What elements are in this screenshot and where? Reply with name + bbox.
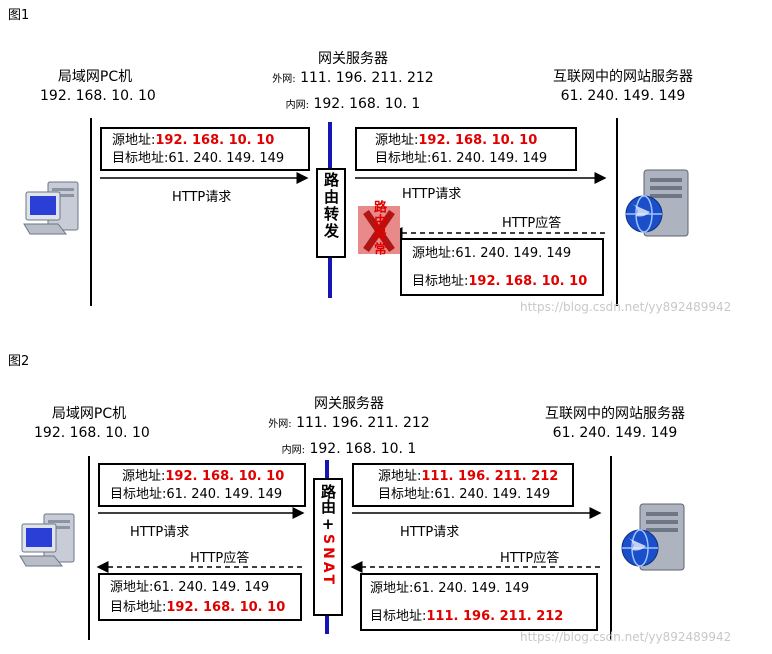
desktop-pc-icon	[22, 178, 84, 238]
fig1-web-server-header: 互联网中的网站服务器 61. 240. 149. 149	[538, 68, 708, 106]
src-label: 源地址:	[378, 469, 421, 484]
outer-net-ip: 111. 196. 211. 212	[300, 70, 434, 86]
outer-net-label: 外网:	[272, 74, 295, 85]
src-label: 源地址:	[110, 580, 153, 595]
fig1-http-request-right: HTTP请求	[402, 183, 461, 202]
fig2-watermark: https://blog.csdn.net/yy892489942	[520, 630, 731, 644]
fig2-http-request-right: HTTP请求	[400, 521, 459, 540]
outer-net-ip: 111. 196. 211. 212	[296, 415, 430, 431]
desktop-pc-icon	[18, 510, 80, 570]
web-server-ip: 61. 240. 149. 149	[530, 424, 700, 443]
fig1-response-box: 源地址:61. 240. 149. 149 目标地址:192. 168. 10.…	[400, 238, 604, 296]
router-snat-label: SNAT	[318, 534, 338, 587]
dst-value: 192. 168. 10. 10	[166, 600, 285, 615]
lan-pc-ip: 192. 168. 10. 10	[40, 87, 150, 106]
fig2-right-request-box: 源地址:111. 196. 211. 212 目标地址:61. 240. 149…	[352, 463, 574, 507]
fig1-gateway-header: 网关服务器 外网: 111. 196. 211. 212 内网: 192. 16…	[268, 50, 438, 115]
dst-value: 61. 240. 149. 149	[166, 487, 282, 502]
web-server-title: 互联网中的网站服务器	[530, 405, 700, 424]
src-value: 61. 240. 149. 149	[455, 246, 571, 261]
src-label: 源地址:	[412, 246, 455, 261]
src-label: 源地址:	[375, 133, 418, 148]
fig2-left-response-box: 源地址:61. 240. 149. 149 目标地址:192. 168. 10.…	[98, 573, 302, 621]
dst-label: 目标地址:	[370, 609, 426, 624]
router-plus: +	[315, 514, 341, 534]
fig2-web-server-lifeline	[610, 456, 612, 640]
gateway-title: 网关服务器	[264, 395, 434, 414]
fig2-router-snat-box: 路由 + SNAT	[313, 478, 343, 616]
inner-net-label: 内网:	[282, 445, 305, 456]
src-label: 源地址:	[112, 133, 155, 148]
dst-value: 61. 240. 149. 149	[434, 487, 550, 502]
fig2-web-server-header: 互联网中的网站服务器 61. 240. 149. 149	[530, 405, 700, 443]
inner-net-label: 内网:	[286, 100, 309, 111]
dst-value: 61. 240. 149. 149	[168, 151, 284, 166]
fig2-http-request-left: HTTP请求	[130, 521, 189, 540]
fig1-web-server-lifeline	[616, 118, 618, 306]
src-value: 192. 168. 10. 10	[165, 469, 284, 484]
lan-pc-ip: 192. 168. 10. 10	[34, 424, 144, 443]
dst-value: 111. 196. 211. 212	[426, 609, 563, 624]
fig2-left-request-box: 源地址:192. 168. 10. 10 目标地址:61. 240. 149. …	[98, 463, 306, 507]
fig2-lan-pc-header: 局域网PC机 192. 168. 10. 10	[34, 405, 144, 443]
fig1-routing-error-label: 路由异常	[369, 200, 388, 256]
fig1-right-request-box: 源地址:192. 168. 10. 10 目标地址:61. 240. 149. …	[355, 127, 577, 171]
fig1-lan-pc-lifeline	[90, 118, 92, 306]
fig1-left-request-box: 源地址:192. 168. 10. 10 目标地址:61. 240. 149. …	[100, 127, 310, 171]
dst-label: 目标地址:	[110, 487, 166, 502]
fig2-http-response-right: HTTP应答	[500, 547, 559, 566]
fig1-http-request-left: HTTP请求	[172, 186, 231, 205]
src-value: 192. 168. 10. 10	[418, 133, 537, 148]
router-label: 路由	[318, 484, 338, 514]
lan-pc-title: 局域网PC机	[34, 405, 144, 424]
fig2-right-response-box: 源地址:61. 240. 149. 149 目标地址:111. 196. 211…	[360, 573, 598, 631]
fig2-label: 图2	[8, 350, 29, 369]
dst-value: 192. 168. 10. 10	[468, 274, 587, 289]
web-server-globe-icon	[618, 502, 690, 574]
web-server-globe-icon	[622, 168, 694, 240]
fig1-http-response: HTTP应答	[502, 212, 561, 231]
fig1-label: 图1	[8, 4, 29, 23]
router-label: 路由转发	[320, 172, 342, 240]
src-value: 192. 168. 10. 10	[155, 133, 274, 148]
dst-value: 61. 240. 149. 149	[431, 151, 547, 166]
fig2-http-response-left: HTTP应答	[190, 547, 249, 566]
src-label: 源地址:	[122, 469, 165, 484]
web-server-ip: 61. 240. 149. 149	[538, 87, 708, 106]
lan-pc-title: 局域网PC机	[40, 68, 150, 87]
fig2-gateway-header: 网关服务器 外网: 111. 196. 211. 212 内网: 192. 16…	[264, 395, 434, 460]
fig1-lan-pc-header: 局域网PC机 192. 168. 10. 10	[40, 68, 150, 106]
dst-label: 目标地址:	[378, 487, 434, 502]
dst-label: 目标地址:	[110, 600, 166, 615]
src-label: 源地址:	[370, 581, 413, 596]
src-value: 61. 240. 149. 149	[153, 580, 269, 595]
inner-net-ip: 192. 168. 10. 1	[313, 96, 420, 112]
dst-label: 目标地址:	[412, 274, 468, 289]
web-server-title: 互联网中的网站服务器	[538, 68, 708, 87]
dst-label: 目标地址:	[112, 151, 168, 166]
outer-net-label: 外网:	[268, 419, 291, 430]
src-value: 111. 196. 211. 212	[421, 469, 558, 484]
fig2-lan-pc-lifeline	[88, 456, 90, 640]
src-value: 61. 240. 149. 149	[413, 581, 529, 596]
inner-net-ip: 192. 168. 10. 1	[309, 441, 416, 457]
fig1-watermark: https://blog.csdn.net/yy892489942	[520, 300, 731, 314]
gateway-title: 网关服务器	[268, 50, 438, 69]
fig1-router-forward-box: 路由转发	[316, 168, 346, 258]
dst-label: 目标地址:	[375, 151, 431, 166]
